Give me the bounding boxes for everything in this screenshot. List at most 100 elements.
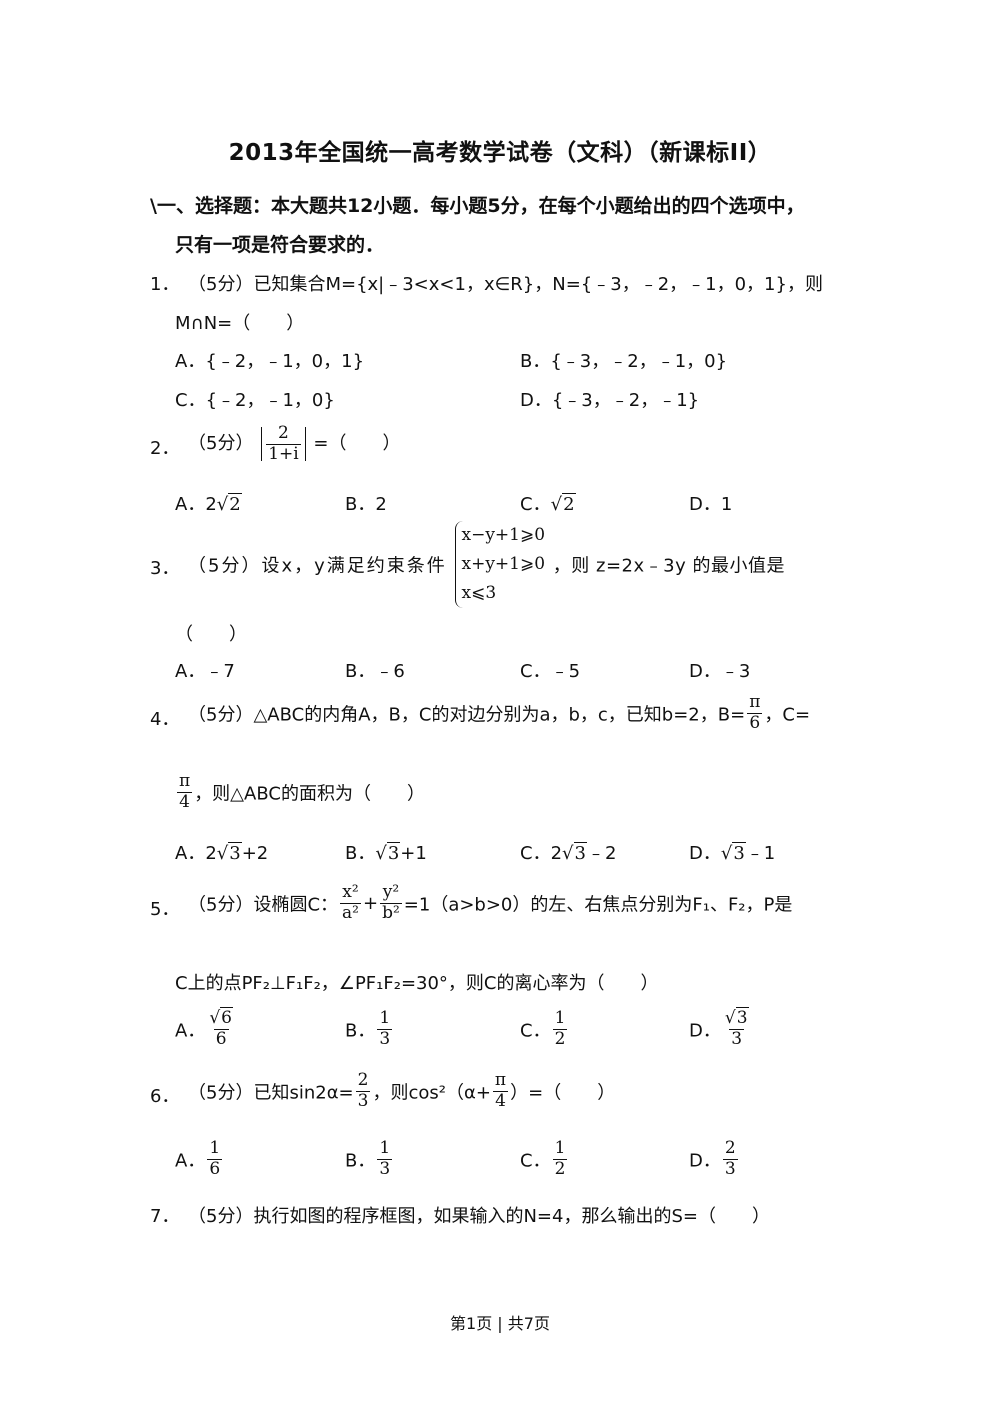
q6-prefix: （5分）已知sin2α= bbox=[188, 1082, 354, 1104]
q4-c-rad: 3 bbox=[573, 842, 587, 864]
q2-a-rad: 2 bbox=[228, 493, 242, 515]
q5-c-den: 2 bbox=[552, 1028, 568, 1049]
q2-frac-den: 1+i bbox=[266, 443, 301, 464]
q5-a-num: √6 bbox=[209, 1007, 233, 1028]
q4-d-pre: D． bbox=[689, 843, 721, 864]
page-title: 2013年全国统一高考数学试卷（文科）（新课标II） bbox=[228, 140, 772, 166]
q2-c-rad: 2 bbox=[562, 493, 576, 515]
q3-suffix: ，则 z=2x﹣3y 的最小值是 bbox=[552, 555, 785, 577]
q2-option-d: D．1 bbox=[689, 494, 733, 515]
q2-frac-num: 2 bbox=[278, 422, 289, 443]
q5-d-pre: D． bbox=[689, 1020, 721, 1042]
q2-a-pre: A．2 bbox=[175, 494, 217, 515]
q2-option-a: A．2√2 bbox=[175, 490, 242, 516]
q2-prefix: （5分） bbox=[188, 433, 254, 454]
q4-c-pre: C．2 bbox=[520, 843, 563, 864]
q4-a-rad: 3 bbox=[228, 842, 242, 864]
q6-suffix: ）=（ ） bbox=[510, 1082, 616, 1104]
sqrt-sign: √3 bbox=[216, 842, 242, 864]
constraint-1: x−y+1⩾0 bbox=[461, 525, 546, 545]
q5-y-den: b² bbox=[380, 902, 402, 923]
question-6-number: 6． bbox=[150, 1086, 180, 1107]
constraint-2: x+y+1⩾0 bbox=[461, 554, 546, 574]
q6-a-pre: A． bbox=[175, 1150, 206, 1172]
q6-d-num: 2 bbox=[724, 1138, 736, 1158]
q4-b-den: 6 bbox=[747, 712, 763, 733]
q6-b-den: 3 bbox=[377, 1158, 393, 1179]
question-5-text-cont: C上的点PF₂⊥F₁F₂，∠PF₁F₂=30°，则C的离心率为（ ） bbox=[175, 973, 659, 994]
sqrt-sign: √3 bbox=[720, 842, 746, 864]
q4-b-num: π bbox=[749, 692, 761, 712]
section-heading-cont: 只有一项是符合要求的． bbox=[175, 234, 385, 256]
q3-option-a: A．﹣7 bbox=[175, 661, 235, 682]
q4-option-c: C．2√3﹣2 bbox=[520, 839, 616, 865]
q6-a-num: 1 bbox=[209, 1138, 221, 1158]
q6-g-num: π bbox=[494, 1070, 507, 1090]
question-3-number: 3． bbox=[150, 558, 180, 579]
q5-x-den: a² bbox=[340, 902, 361, 923]
q4-prefix: （5分）△ABC的内角A，B，C的对边分别为a，b，c，已知b=2，B= bbox=[188, 704, 746, 726]
q6-c-num: 1 bbox=[554, 1138, 566, 1158]
q5-d-rad: 3 bbox=[735, 1007, 749, 1028]
q5-a-den: 6 bbox=[213, 1028, 229, 1049]
section-heading: \一、选择题：本大题共12小题．每小题5分，在每个小题给出的四个选项中， bbox=[150, 195, 805, 217]
q6-a-den: 6 bbox=[207, 1158, 223, 1179]
q6-d-pre: D． bbox=[689, 1150, 721, 1172]
q4-option-d: D．√3﹣1 bbox=[689, 839, 775, 865]
q4-d-rad: 3 bbox=[732, 842, 746, 864]
question-7-number: 7． bbox=[150, 1206, 180, 1227]
q6-c-pre: C． bbox=[520, 1150, 551, 1172]
question-7-text: （5分）执行如图的程序框图，如果输入的N=4，那么输出的S=（ ） bbox=[188, 1206, 770, 1227]
q4-b-pre: B． bbox=[345, 843, 376, 864]
q5-b-num: 1 bbox=[379, 1008, 391, 1028]
question-3-text: （5分）设x，y满足约束条件 x−y+1⩾0 x+y+1⩾0 x⩽3 ，则 z=… bbox=[188, 521, 785, 608]
q6-g-den: 4 bbox=[493, 1090, 508, 1111]
q5-d-den: 3 bbox=[729, 1028, 745, 1049]
q6-mid: ，则cos²（α+ bbox=[372, 1082, 491, 1104]
abs-bar-left bbox=[261, 427, 263, 461]
q5-suffix: =1（a>b>0）的左、右焦点分别为F₁、F₂，P是 bbox=[403, 894, 793, 916]
page-footer: 第1页 | 共7页 bbox=[450, 1314, 550, 1333]
q4-b-post: +1 bbox=[400, 843, 427, 864]
q5-x-num: x² bbox=[342, 882, 359, 902]
q4-a-pre: A．2 bbox=[175, 843, 217, 864]
q5-prefix: （5分）设椭圆C： bbox=[188, 894, 339, 916]
q6-b-num: 1 bbox=[379, 1138, 391, 1158]
q5-plus: + bbox=[362, 892, 379, 914]
q6-b-pre: B． bbox=[345, 1150, 376, 1172]
q3-option-b: B．﹣6 bbox=[345, 661, 405, 682]
q4-d-post: ﹣1 bbox=[745, 843, 776, 864]
abs-bar-right bbox=[304, 427, 306, 461]
q4-suffix: ，则△ABC的面积为（ ） bbox=[194, 783, 425, 805]
constraint-system: x−y+1⩾0 x+y+1⩾0 x⩽3 bbox=[454, 521, 546, 608]
q6-d-den: 3 bbox=[722, 1158, 738, 1179]
q5-c-pre: C． bbox=[520, 1020, 551, 1042]
sqrt-sign: √3 bbox=[562, 842, 587, 864]
q5-c-num: 1 bbox=[554, 1008, 566, 1028]
q4-option-a: A．2√3+2 bbox=[175, 839, 268, 865]
question-5-number: 5． bbox=[150, 899, 180, 920]
q6-f-num: 2 bbox=[357, 1070, 369, 1090]
constraint-3: x⩽3 bbox=[461, 583, 497, 603]
